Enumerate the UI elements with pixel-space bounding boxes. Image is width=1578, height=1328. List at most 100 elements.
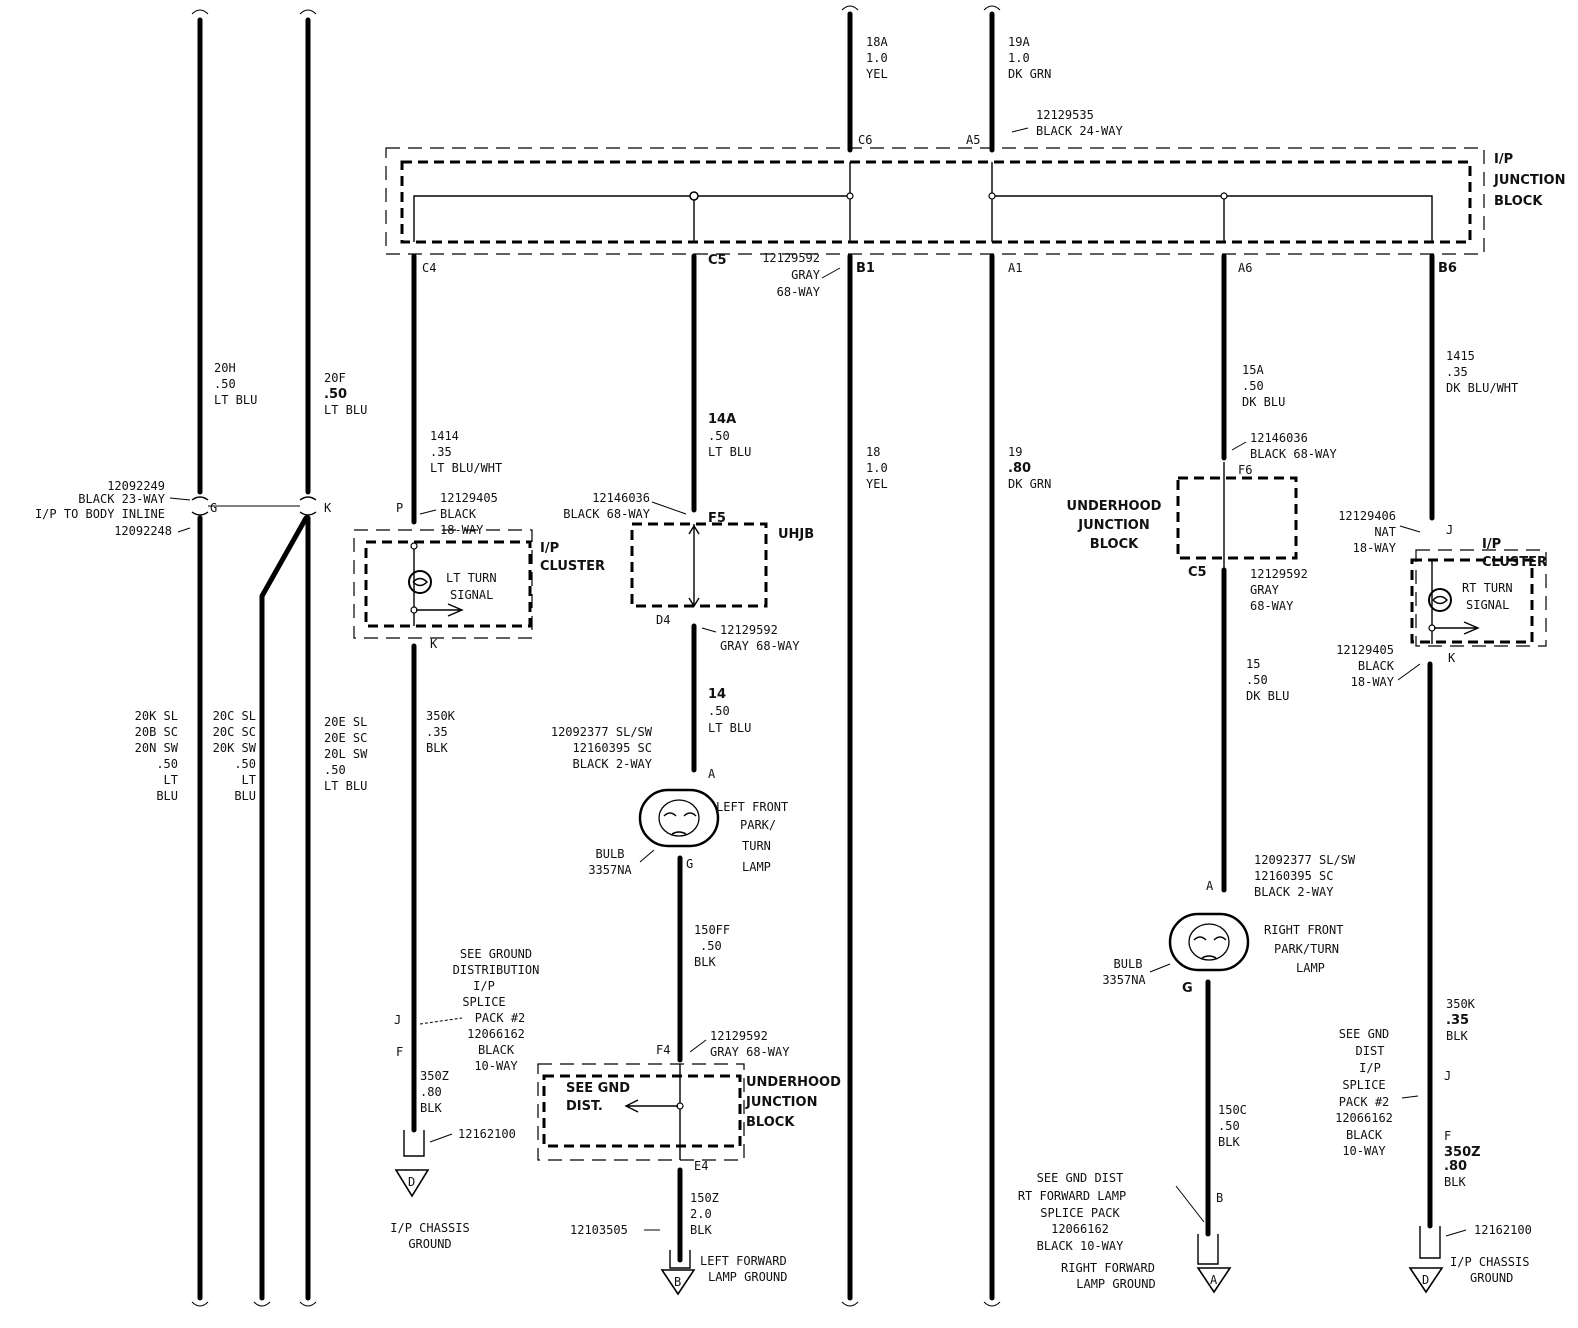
wire-label: LT BLU/WHT [430,461,502,475]
ground-name: GROUND [408,1237,451,1251]
connector-label: 12129592 [720,623,778,637]
connector-label: 12129405 [1336,643,1394,657]
wire-label: .50 [234,757,256,771]
connector-label: 12129535 [1036,108,1094,122]
wire-label: 15A [1242,363,1264,377]
wire-label: .35 [1446,1013,1469,1028]
wire-label: LT [242,773,256,787]
wire-label: .35 [430,445,452,459]
wire-label: LT BLU [324,779,367,793]
wire-label: DK BLU/WHT [1446,381,1518,395]
leader-line [1175,1185,1205,1223]
wire-label: LT BLU [708,721,751,735]
leader-line [177,527,191,533]
ground-ref: 12066162 [1051,1222,1109,1236]
bulb-label: BULB [596,847,625,861]
wire-label: 1414 [430,429,459,443]
bulb-label: 3357NA [588,863,632,877]
ground-ref: BLACK 10-WAY [1037,1239,1124,1253]
ground-ref: 10-WAY [474,1059,518,1073]
connector-label: 12129406 [1338,509,1396,523]
right-front-lamp-section: 15A .50 DK BLU 12146036 BLACK 68-WAY F6 … [1018,253,1356,1294]
ground-ref: SPLICE [1342,1078,1385,1092]
lamp-label: LEFT FRONT [716,800,788,814]
pin-label: F6 [1238,463,1252,477]
leader-line [419,509,437,515]
wire-label: .80 [1008,461,1031,476]
ground-name: LAMP GROUND [1076,1277,1155,1291]
ground-name: LAMP GROUND [708,1270,787,1284]
wire-label: DK GRN [1008,477,1051,491]
block-label: BLOCK [1494,194,1543,209]
ground-letter: B [674,1275,681,1289]
connector-label: BLACK [440,507,477,521]
pin-label: A [708,767,716,781]
pin-label: P [396,501,403,515]
wire-label: 14 [708,687,726,702]
pin-label: J [1446,523,1453,537]
wire-label: 20E SC [324,731,367,745]
splice-dot [1220,192,1228,200]
wire-label: .50 [708,429,730,443]
wire-label: 150Z [690,1191,719,1205]
wire-label: .50 [324,387,347,402]
connector-label: 12160395 SC [573,741,652,755]
ground-ref: PACK #2 [475,1011,526,1025]
uhjb-box [1176,476,1298,560]
left-front-lamp-section: 14A .50 LT BLU 12146036 BLACK 68-WAY F5 … [537,253,841,1296]
ground-letter: A [1210,1273,1218,1287]
wire-label: 19 [1008,445,1022,459]
wire-label: LT [164,773,178,787]
break-mark [841,5,1001,11]
lamp-filament [658,799,700,837]
ground-ref: BLACK [1346,1128,1383,1142]
connector-label: 12146036 [1250,431,1308,445]
uhjb-label: UHJB [778,527,814,542]
ground-ref: I/P [473,979,495,993]
ground-terminal [1419,1226,1441,1259]
wire-label: BLK [694,955,716,969]
wire-label: BLK [426,741,448,755]
wire-label: .50 [1242,379,1264,393]
wire-label: .50 [214,377,236,391]
lamp-bulb-icon [1168,912,1250,972]
pin-label: F [1444,1129,1451,1143]
ground-part: 12162100 [458,1127,516,1141]
top-feed-wires: 18A 1.0 YEL 19A 1.0 DK GRN [841,5,1051,153]
ground-ref: BLACK [478,1043,515,1057]
wire-label: 20B SC [135,725,178,739]
leader-line [169,497,191,501]
ground-name: RIGHT FORWARD [1061,1261,1155,1275]
bulb-label: 3357NA [1102,973,1146,987]
connector-label: 12146036 [592,491,650,505]
connector-label: 12129592 [1250,567,1308,581]
wire-label: DK GRN [1008,67,1051,81]
connector-label: 68-WAY [1250,599,1294,613]
ground-name: I/P CHASSIS [390,1221,469,1235]
ground-name: I/P CHASSIS [1450,1255,1529,1269]
wire-label: DK BLU [1242,395,1285,409]
lamp-filament [1193,936,1227,959]
ground-ref: RT FORWARD LAMP [1018,1189,1126,1203]
connector-label: NAT [1374,525,1396,539]
ground-name: LEFT FORWARD [700,1254,787,1268]
connector-label: 12160395 SC [1254,869,1333,883]
connector-label: 12129592 [762,251,820,265]
pin-label: K [430,637,438,651]
wire-label: 150C [1218,1103,1247,1117]
ip-junction-block: I/P JUNCTION BLOCK 12129535 BLACK 24-WAY… [385,108,1565,299]
wire-label: 350Z [420,1069,449,1083]
ground-ref: SPLICE PACK [1040,1206,1120,1220]
leader-line [639,849,655,863]
pin-label: G [686,857,693,871]
uhjb-label: UNDERHOOD [746,1075,841,1090]
left-inline-section: 20H .50 LT BLU 20F .50 LT BLU 12092249 B… [35,9,368,1307]
leader-line [821,267,841,279]
leader-line [429,1133,453,1143]
wire-label: .50 [1218,1119,1240,1133]
lamp-label: LAMP [742,860,771,874]
wire-label: 20F [324,371,346,385]
ground-ref: SEE GROUND [460,947,532,961]
connector-label: 12129592 [710,1029,768,1043]
